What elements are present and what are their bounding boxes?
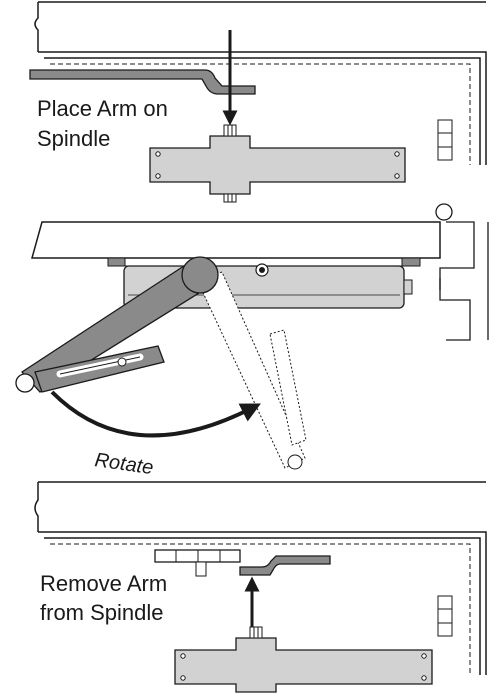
bottom-panel xyxy=(34,481,487,693)
middle-arm xyxy=(15,256,219,393)
middle-panel xyxy=(15,203,489,470)
curved-arrow-icon xyxy=(50,390,261,438)
top-caption-line1: Place Arm on xyxy=(37,96,168,121)
bottom-caption-line1: Remove Arm xyxy=(40,571,167,596)
middle-door-slab xyxy=(31,221,441,259)
bottom-caption-line2: from Spindle xyxy=(40,600,164,625)
top-caption-line2: Spindle xyxy=(37,126,110,151)
top-closer-body xyxy=(149,124,406,203)
top-panel xyxy=(29,1,487,203)
bottom-closer-body xyxy=(174,626,433,693)
top-frame xyxy=(34,2,487,165)
bottom-arm xyxy=(239,555,331,576)
top-frame-inner-dashed xyxy=(50,63,471,165)
top-arm xyxy=(29,69,256,95)
bottom-bracket xyxy=(154,549,241,577)
bottom-frame xyxy=(34,482,487,675)
bottom-frame-inner-dashed xyxy=(50,543,471,675)
rotate-caption: Rotate xyxy=(93,449,154,479)
